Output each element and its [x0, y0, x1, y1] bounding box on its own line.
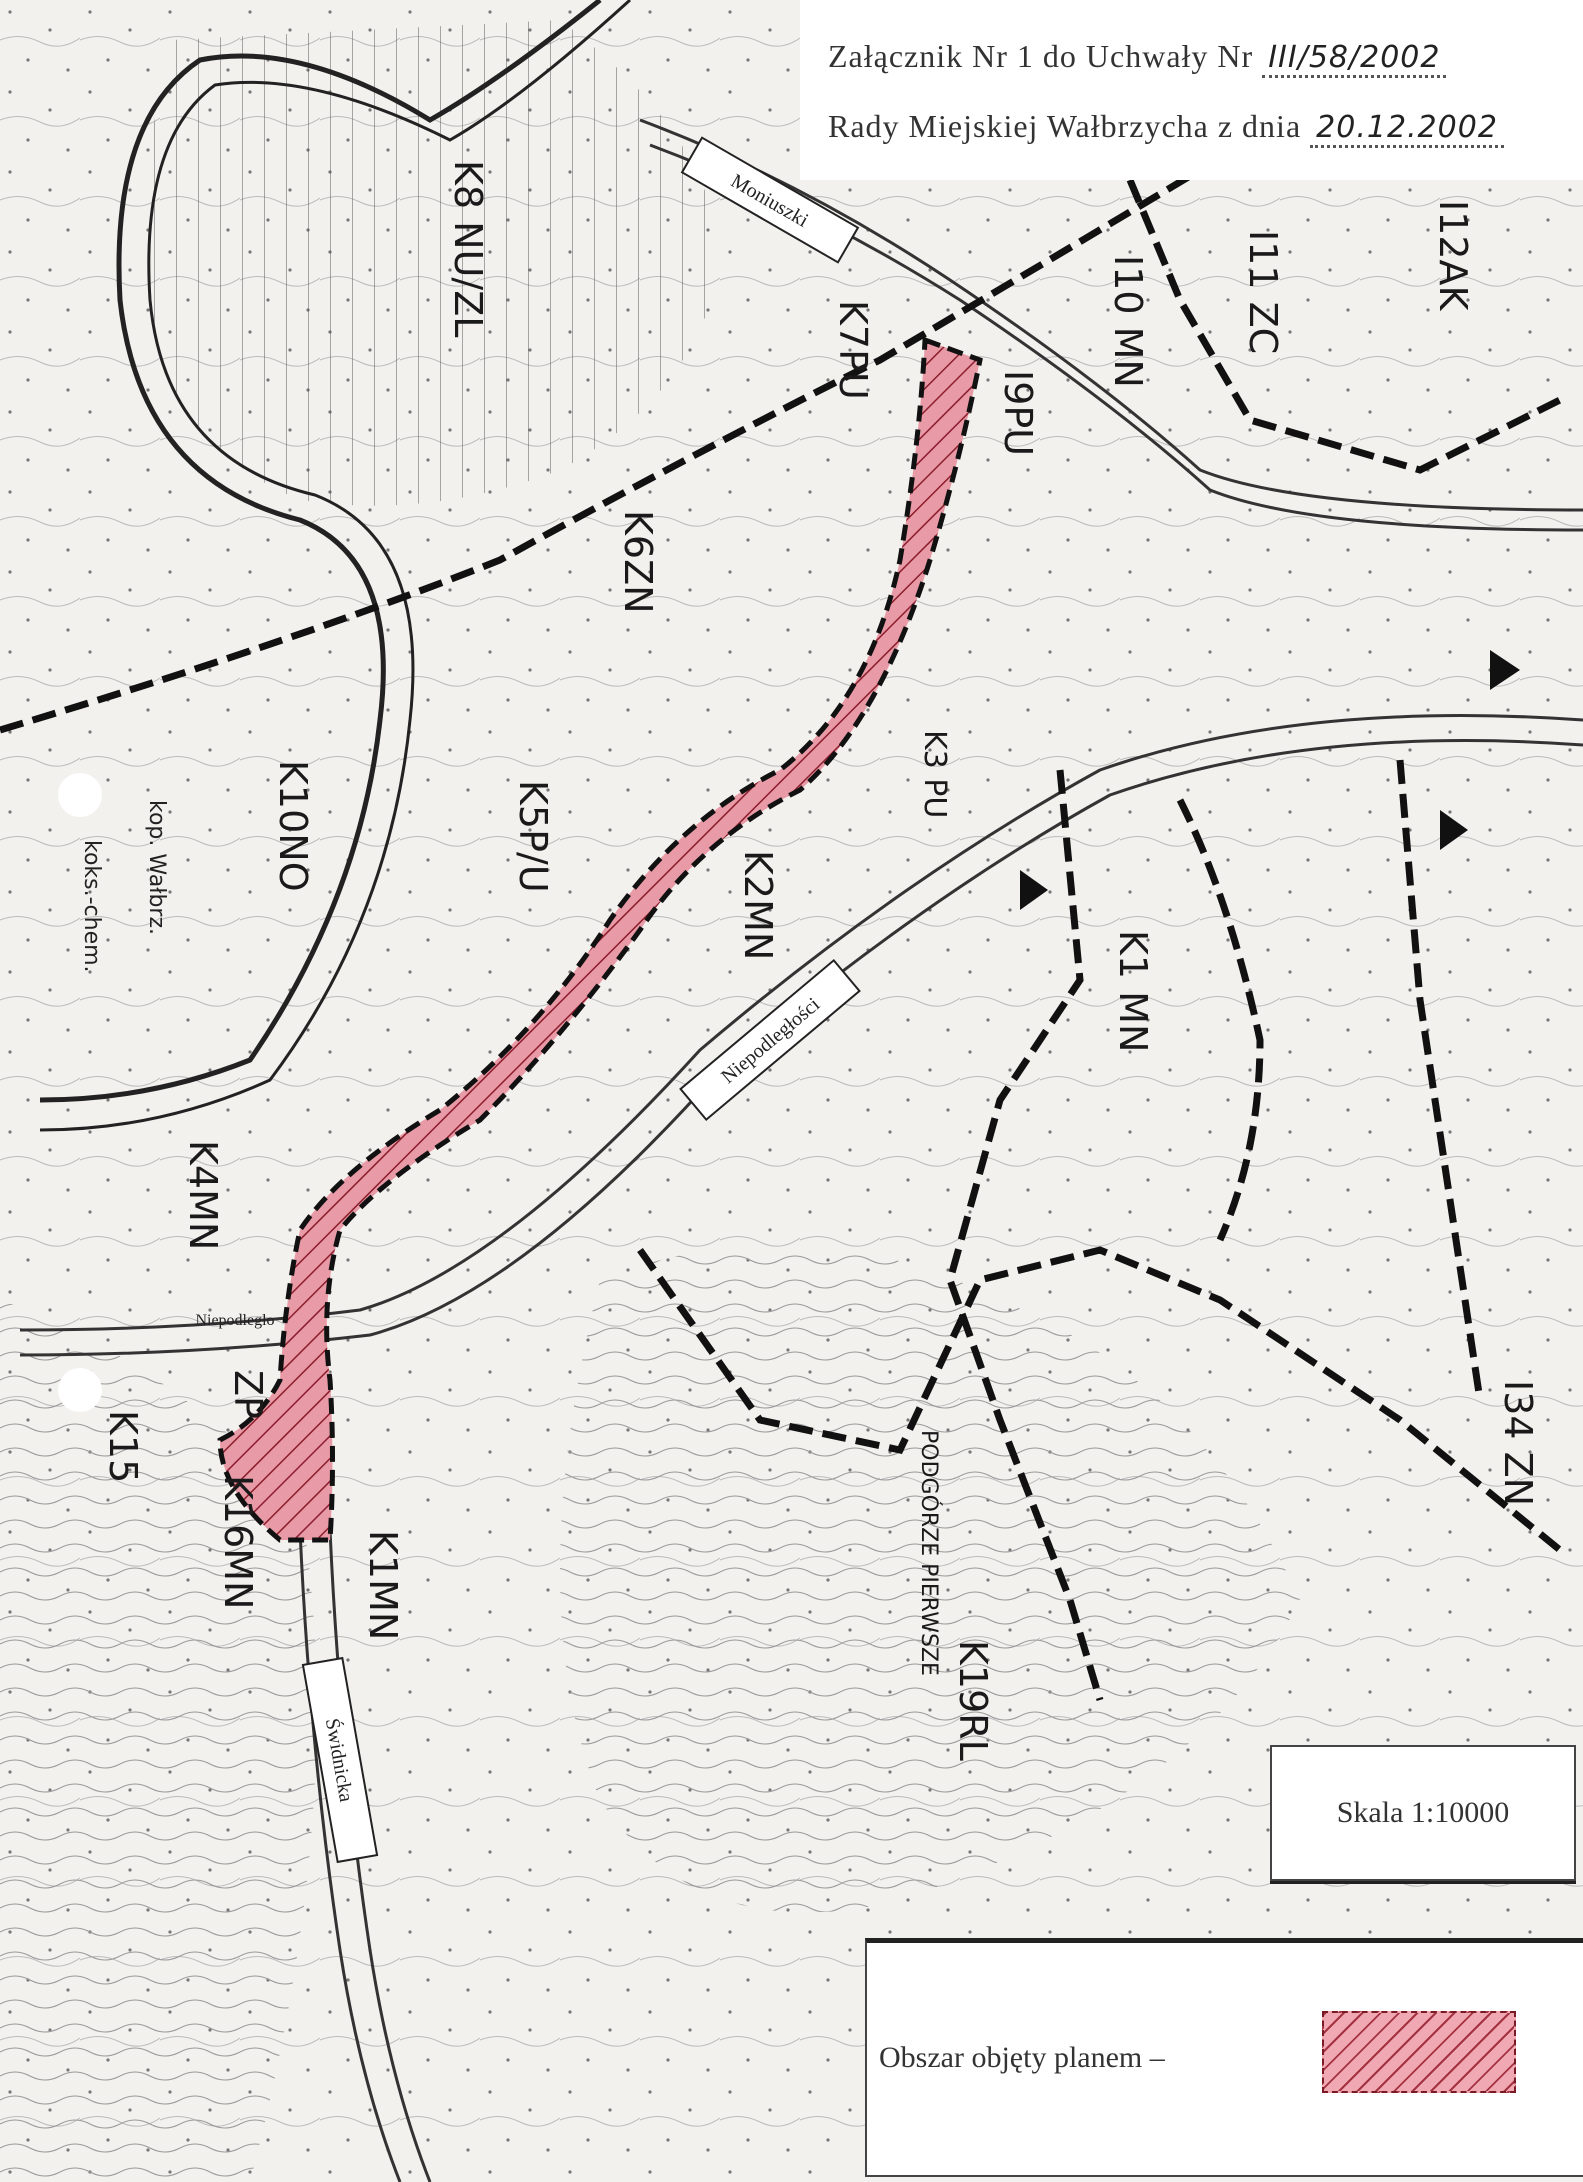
- scale-label: Skala 1:10000: [1336, 1796, 1510, 1829]
- terrain-label-kop: kop. Wałbrz.: [144, 800, 169, 935]
- zone-label-k1-south: K1MN: [361, 1530, 405, 1640]
- zone-label-podgorze: PODGÓRZE PIERWSZE: [916, 1430, 942, 1676]
- scale-box: Skala 1:10000: [1270, 1745, 1576, 1881]
- marker-triangles: [1020, 650, 1520, 910]
- council-date-label: Rady Miejskiej Wałbrzycha z dnia: [828, 108, 1302, 144]
- resolution-label: Załącznik Nr 1 do Uchwały Nr: [828, 38, 1254, 74]
- railway-loop: [39, 0, 632, 1132]
- title-line-2: Rady Miejskiej Wałbrzycha z dnia 20.12.2…: [828, 108, 1504, 148]
- legend-label: Obszar objęty planem –: [879, 2041, 1165, 2074]
- zone-label-k10mn: I10 MN: [1106, 255, 1150, 388]
- zone-label-k10: K10NO: [271, 760, 315, 892]
- zone-label-k8: K8 NU/ZL: [446, 160, 490, 337]
- zone-k8-hatch: [147, 20, 721, 506]
- legend-swatch: [1322, 2011, 1516, 2093]
- zone-label-k4: K4MN: [181, 1140, 225, 1250]
- title-block: Załącznik Nr 1 do Uchwały Nr III/58/2002…: [800, 0, 1583, 180]
- zone-label-k11: I11 ZC: [1241, 230, 1285, 354]
- zone-label-k6: K6ZN: [616, 510, 660, 614]
- zone-label-k1-east: K1 MN: [1111, 930, 1155, 1052]
- terrain-label-koks: koks.-chem.: [79, 840, 104, 973]
- contour-hill: [560, 1244, 1300, 1913]
- zone-label-k34: I34 ZN: [1496, 1380, 1540, 1506]
- zone-boundaries: [0, 166, 1563, 1702]
- legend-box: Obszar objęty planem –: [865, 1938, 1583, 2177]
- svg-text:Niepodległo: Niepodległo: [195, 1312, 274, 1329]
- zone-label-k19: K19RL: [951, 1640, 995, 1761]
- street-label-niepodleglosci-small: Niepodległo: [195, 1312, 274, 1329]
- zone-label-k7: K7PU: [831, 300, 875, 400]
- zone-label-k12: I12AK: [1431, 200, 1475, 312]
- zone-label-k2: K2MN: [736, 850, 780, 960]
- zone-label-k16: K16MN: [216, 1475, 260, 1609]
- zone-label-k9: I9PU: [996, 370, 1040, 456]
- zone-label-k15: K15: [101, 1410, 145, 1483]
- title-line-1: Załącznik Nr 1 do Uchwały Nr III/58/2002: [828, 38, 1447, 78]
- resolution-number: III/58/2002: [1262, 40, 1447, 78]
- punch-hole-upper: [58, 773, 102, 817]
- street-label-swidnicka: Świdnicka: [301, 1656, 379, 1864]
- zone-label-zp: ZP: [226, 1370, 270, 1419]
- resolution-date: 20.12.2002: [1310, 110, 1504, 148]
- zone-label-k5: K5P/U: [511, 780, 555, 893]
- punch-hole-lower: [58, 1368, 102, 1412]
- plan-area: [217, 336, 983, 1543]
- zone-label-k3: K3 PU: [917, 730, 952, 818]
- contour-west: [0, 1300, 317, 2182]
